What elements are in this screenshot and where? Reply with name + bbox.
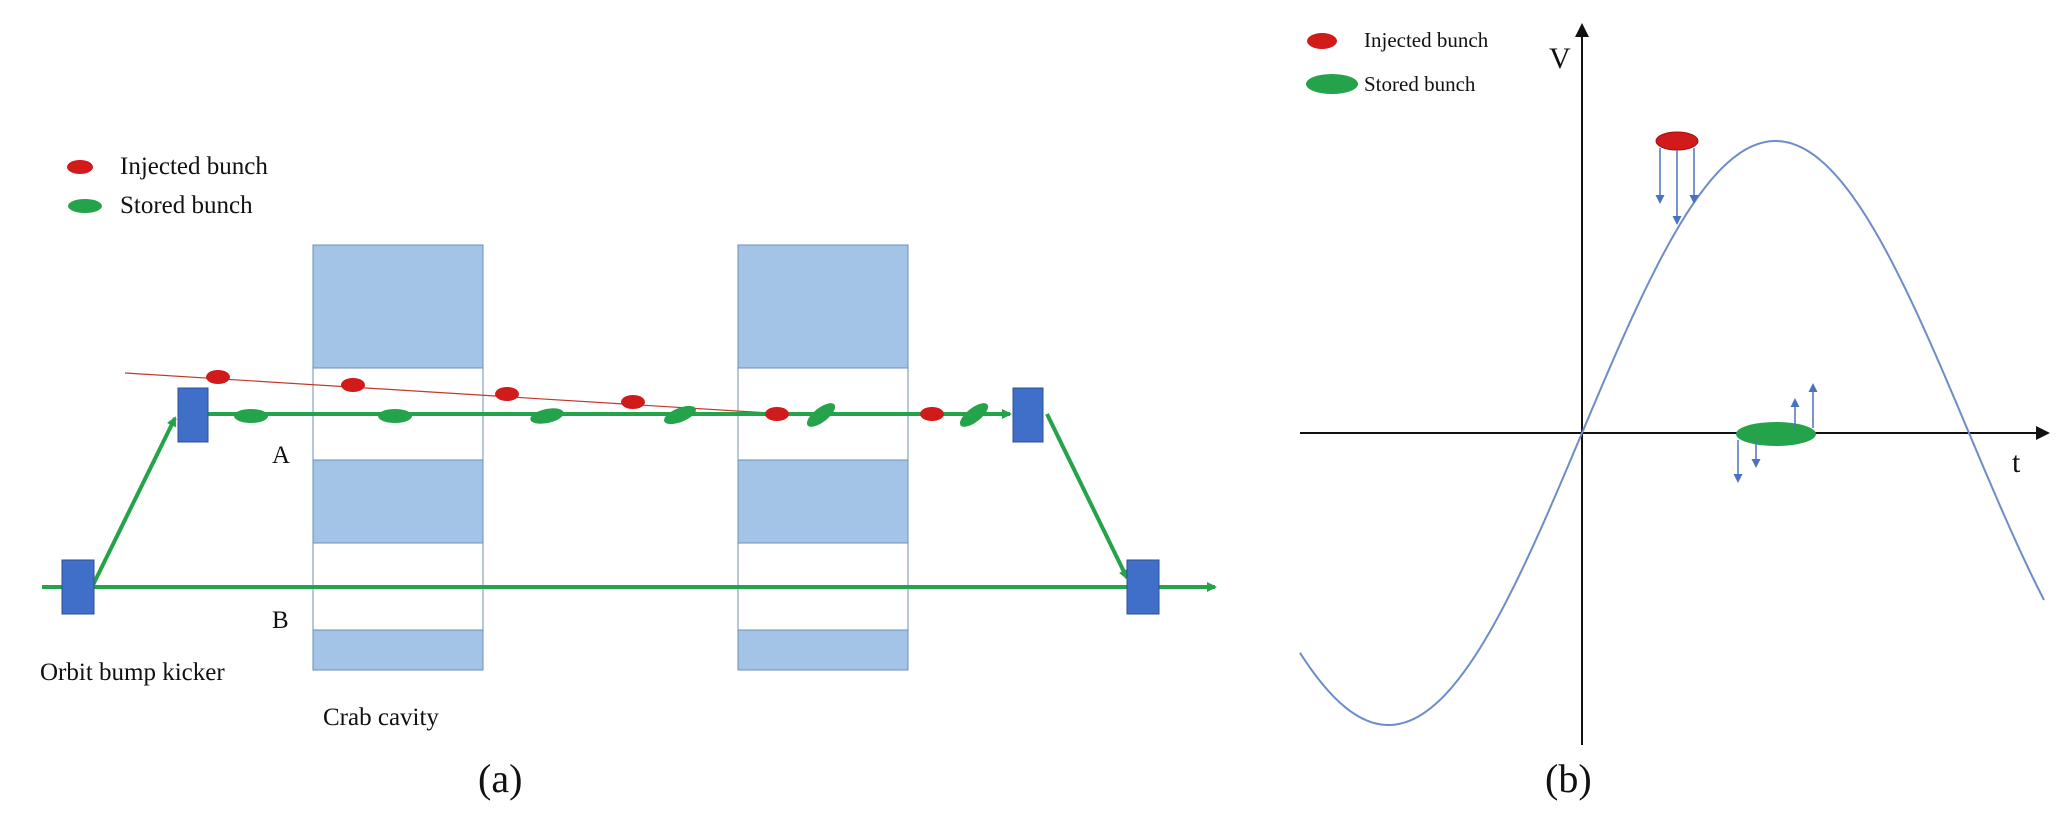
legend-b: Injected bunch Stored bunch	[1306, 28, 1489, 96]
kicker-1	[61, 559, 95, 615]
stored-bunch	[664, 405, 696, 425]
kicker-label: Orbit bump kicker	[40, 659, 225, 686]
injected-bunch	[920, 407, 944, 421]
panel-a: Injected bunch Stored bunch	[40, 153, 1217, 801]
legend-stored-marker	[1306, 74, 1358, 94]
crab-cavity-1	[312, 244, 484, 671]
bump-orbit-path	[90, 416, 177, 588]
caption-b: (b)	[1545, 756, 1592, 801]
stored-bunch	[959, 403, 989, 427]
legend-injected-label: Injected bunch	[120, 153, 268, 180]
legend-stored-label: Stored bunch	[120, 192, 253, 219]
legend-injected-label: Injected bunch	[1364, 28, 1489, 52]
injected-bunch-on-curve	[1655, 131, 1699, 151]
legend-a: Injected bunch Stored bunch	[67, 153, 268, 219]
injected-trajectory	[124, 372, 786, 415]
injected-bunches	[206, 370, 944, 421]
stored-bunch	[234, 409, 268, 423]
crab-cavity-2	[737, 244, 909, 671]
injected-bunch	[495, 387, 519, 401]
legend-injected-marker	[1307, 33, 1337, 49]
kicker-4	[1126, 559, 1160, 615]
y-axis-label: V	[1549, 42, 1571, 75]
legend-stored-marker	[68, 199, 102, 213]
caption-a: (a)	[478, 756, 522, 801]
stored-bunch	[806, 403, 836, 427]
legend-stored-label: Stored bunch	[1364, 72, 1476, 96]
stored-bunches	[234, 403, 989, 427]
orbit-a-label: A	[272, 442, 290, 469]
stored-bunch-on-curve	[1736, 422, 1816, 446]
legend-injected-marker	[67, 160, 93, 174]
stored-bunch	[378, 409, 412, 423]
injected-bunch	[341, 378, 365, 392]
cavity-label: Crab cavity	[323, 704, 439, 731]
orbit-b-label: B	[272, 607, 289, 634]
kicker-3	[1012, 387, 1044, 443]
voltage-curve	[1299, 140, 2045, 726]
bump-return-path	[1045, 413, 1129, 580]
stored-bunch	[530, 408, 564, 424]
kicker-2	[177, 387, 209, 443]
injected-bunch	[621, 395, 645, 409]
panel-b: Injected bunch Stored bunch V t (b)	[1299, 23, 2050, 801]
x-axis-label: t	[2012, 446, 2021, 479]
injected-bunch	[206, 370, 230, 384]
injected-bunch	[765, 407, 789, 421]
